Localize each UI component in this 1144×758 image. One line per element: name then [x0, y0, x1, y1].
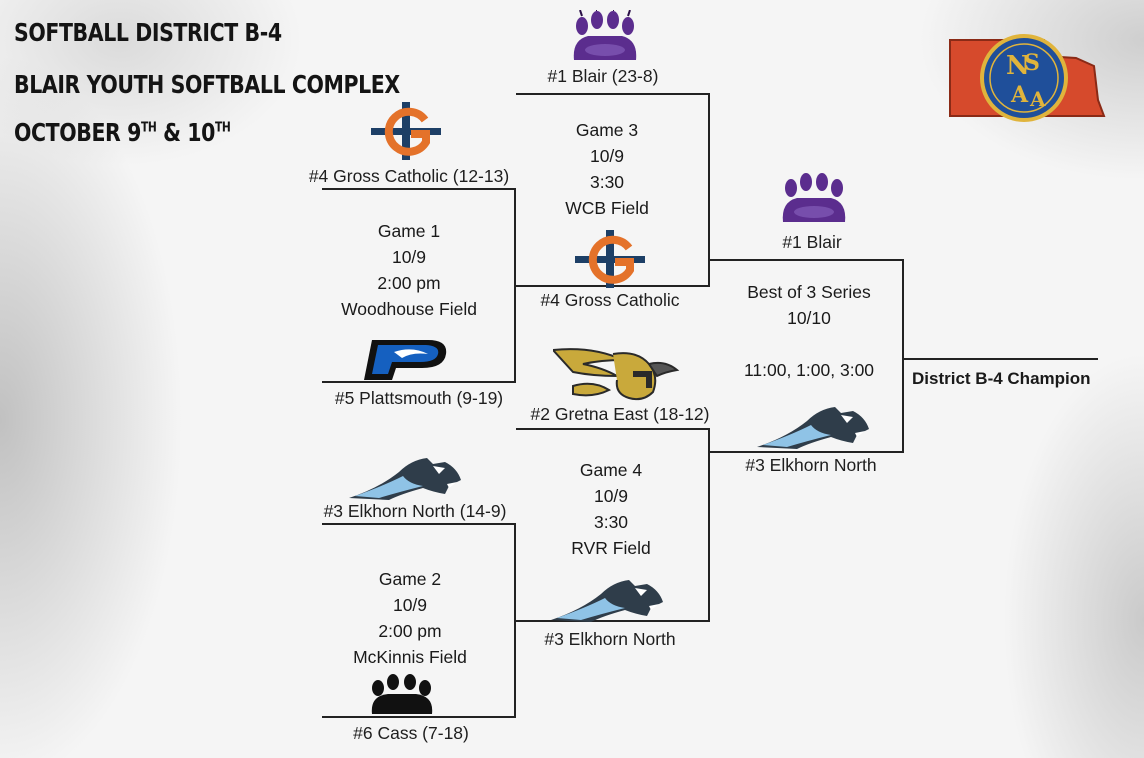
game3-time: 3:30	[589, 172, 625, 192]
cass-paw-logo-icon	[371, 674, 433, 714]
svg-text:S: S	[1024, 50, 1040, 76]
game2-field: McKinnis Field	[353, 647, 467, 667]
team-label-g1-winner: #4 Gross Catholic	[540, 290, 680, 310]
gross-catholic-logo-icon	[371, 102, 441, 160]
bracket-line-champion	[904, 358, 1098, 360]
team-label-g4-winner: #3 Elkhorn North	[745, 455, 877, 475]
title-venue: BLAIR YOUTH SOFTBALL COMPLEX	[14, 70, 400, 99]
elkhorn-wolf-logo-icon	[757, 407, 869, 449]
team-label-plattsmouth: #5 Plattsmouth (9-19)	[334, 388, 504, 408]
final-times: 11:00, 1:00, 3:00	[743, 360, 875, 380]
elkhorn-wolf-logo-icon	[551, 580, 663, 622]
team-label-cass: #6 Cass (7-18)	[353, 723, 469, 743]
game4-field: RVR Field	[571, 538, 651, 558]
blair-paw-logo-icon	[573, 10, 637, 60]
bracket-line-gross	[322, 188, 516, 190]
game4-title: Game 4	[579, 460, 643, 480]
team-label-gross-seed: #4 Gross Catholic (12-13)	[308, 166, 510, 186]
gretna-griffin-logo-icon	[553, 348, 680, 401]
game2-info: Game 2 10/9 2:00 pm McKinnis Field	[353, 566, 467, 670]
bracket-connector-game1	[514, 188, 516, 383]
game3-date: 10/9	[589, 146, 625, 166]
nsaa-letters: N	[1006, 51, 1030, 81]
bracket-connector-game2	[514, 523, 516, 718]
elkhorn-wolf-logo-icon	[349, 458, 461, 500]
final-date: 10/10	[787, 308, 831, 328]
game1-field: Woodhouse Field	[341, 299, 477, 319]
game2-date: 10/9	[392, 595, 428, 615]
blair-paw-logo-icon	[782, 173, 846, 222]
bracket-connector-game4	[708, 428, 710, 622]
bracket-connector-final	[902, 259, 904, 453]
title-district: SOFTBALL DISTRICT B-4	[14, 18, 282, 47]
bracket-line-elkhorn-seed	[322, 523, 516, 525]
game4-time: 3:30	[593, 512, 629, 532]
game4-info: Game 4 10/9 3:30 RVR Field	[571, 457, 650, 561]
game2-time: 2:00 pm	[378, 621, 442, 641]
champion-label: District B-4 Champion	[912, 369, 1091, 388]
final-title: Best of 3 Series	[747, 282, 871, 302]
team-label-elkhorn-seed: #3 Elkhorn North (14-9)	[323, 501, 507, 521]
svg-text:A: A	[1029, 87, 1046, 111]
final-info: Best of 3 Series 10/10 11:00, 1:00, 3:00	[744, 279, 874, 383]
bracket-line-g4-winner	[710, 451, 904, 453]
gross-catholic-logo-icon	[575, 230, 645, 288]
nsaa-logo-icon: N S A A	[949, 34, 1106, 122]
bracket-line-plattsmouth	[322, 381, 516, 383]
team-label-gretna: #2 Gretna East (18-12)	[530, 404, 710, 424]
game1-info: Game 1 10/9 2:00 pm Woodhouse Field	[341, 218, 477, 322]
game4-date: 10/9	[593, 486, 629, 506]
bracket-line-cass	[322, 716, 516, 718]
bracket-line-g2-winner	[516, 620, 710, 622]
bracket-line-blair-seed	[516, 93, 710, 95]
game1-title: Game 1	[377, 221, 441, 241]
game1-date: 10/9	[391, 247, 427, 267]
bracket-connector-game3	[708, 93, 710, 287]
game2-title: Game 2	[378, 569, 442, 589]
game1-time: 2:00 pm	[377, 273, 441, 293]
svg-text:A: A	[1010, 82, 1029, 108]
team-label-g2-winner: #3 Elkhorn North	[544, 629, 676, 649]
bracket-line-g3-winner	[710, 259, 904, 261]
bracket-line-gretna	[516, 428, 710, 430]
game3-title: Game 3	[575, 120, 639, 140]
game3-field: WCB Field	[565, 198, 649, 218]
plattsmouth-logo-icon	[364, 340, 447, 380]
game3-info: Game 3 10/9 3:30 WCB Field	[565, 117, 649, 221]
team-label-blair-seed: #1 Blair (23-8)	[547, 66, 659, 86]
title-dates: OCTOBER 9TH & 10TH	[14, 118, 231, 147]
team-label-g3-winner: #1 Blair	[782, 232, 842, 252]
